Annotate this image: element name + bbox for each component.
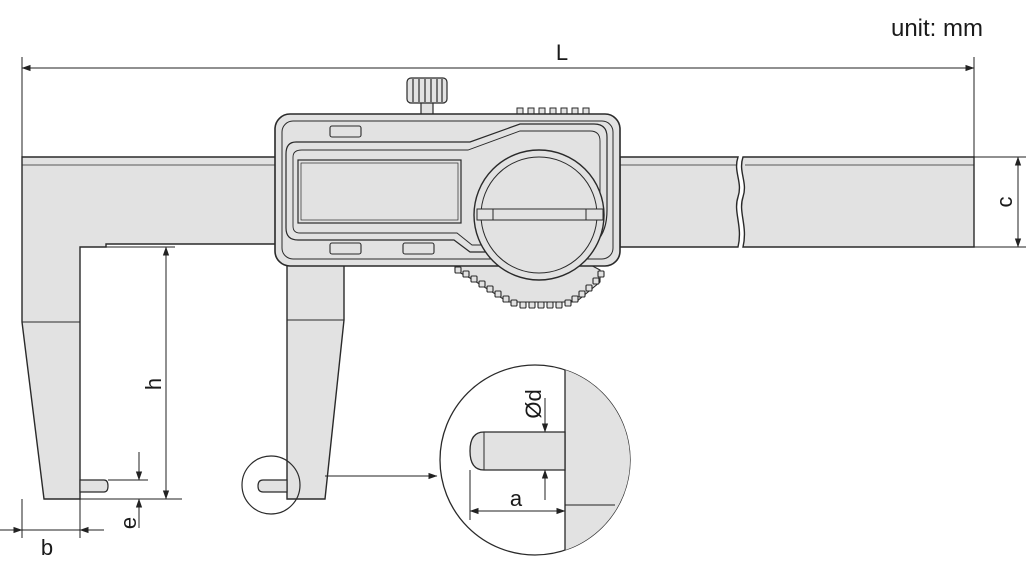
lock-screw	[406, 77, 448, 116]
knurl-tooth	[454, 266, 462, 274]
dim-label-L: L	[556, 40, 568, 65]
top-button	[329, 125, 362, 138]
dimension-lines	[0, 57, 1026, 538]
knurl-tooth	[486, 285, 494, 293]
lcd-screen	[297, 159, 462, 224]
unit-label: unit: mm	[891, 15, 983, 42]
knurl-tooth	[470, 275, 478, 283]
knurl-tooth	[555, 301, 563, 309]
knurl-tooth	[462, 270, 470, 278]
dim-label-d: Ød	[521, 389, 546, 418]
knurl-tooth	[528, 301, 536, 309]
dim-label-c: c	[992, 197, 1017, 208]
display-buttons	[329, 125, 435, 255]
moving-jaw	[286, 261, 345, 500]
main-beam	[21, 156, 975, 500]
knurl-tooth	[537, 301, 545, 309]
knurl-tooth	[494, 290, 502, 298]
knurl-tooth	[597, 270, 605, 278]
moving-jaw-pin	[257, 479, 288, 493]
dim-label-h: h	[141, 378, 166, 390]
knurl-tooth	[519, 301, 527, 309]
dim-label-b: b	[41, 535, 53, 560]
dim-label-a: a	[510, 486, 523, 511]
bottom-right-button	[402, 242, 435, 255]
knurl-tooth	[578, 290, 586, 298]
detail-marker-circle	[241, 455, 301, 515]
dim-label-e: e	[116, 517, 141, 529]
knurl-tooth	[502, 295, 510, 303]
knurl-tooth	[510, 299, 518, 307]
fixed-jaw-pin	[79, 479, 109, 493]
knurl-tooth	[478, 280, 486, 288]
knurl-tooth	[571, 295, 579, 303]
round-dial	[473, 149, 605, 281]
bottom-left-button	[329, 242, 362, 255]
knurl-tooth	[546, 301, 554, 309]
detail-view	[439, 364, 631, 556]
knurl-tooth	[585, 284, 593, 292]
knurl-tooth	[564, 299, 572, 307]
knurl-tooth	[592, 277, 600, 285]
